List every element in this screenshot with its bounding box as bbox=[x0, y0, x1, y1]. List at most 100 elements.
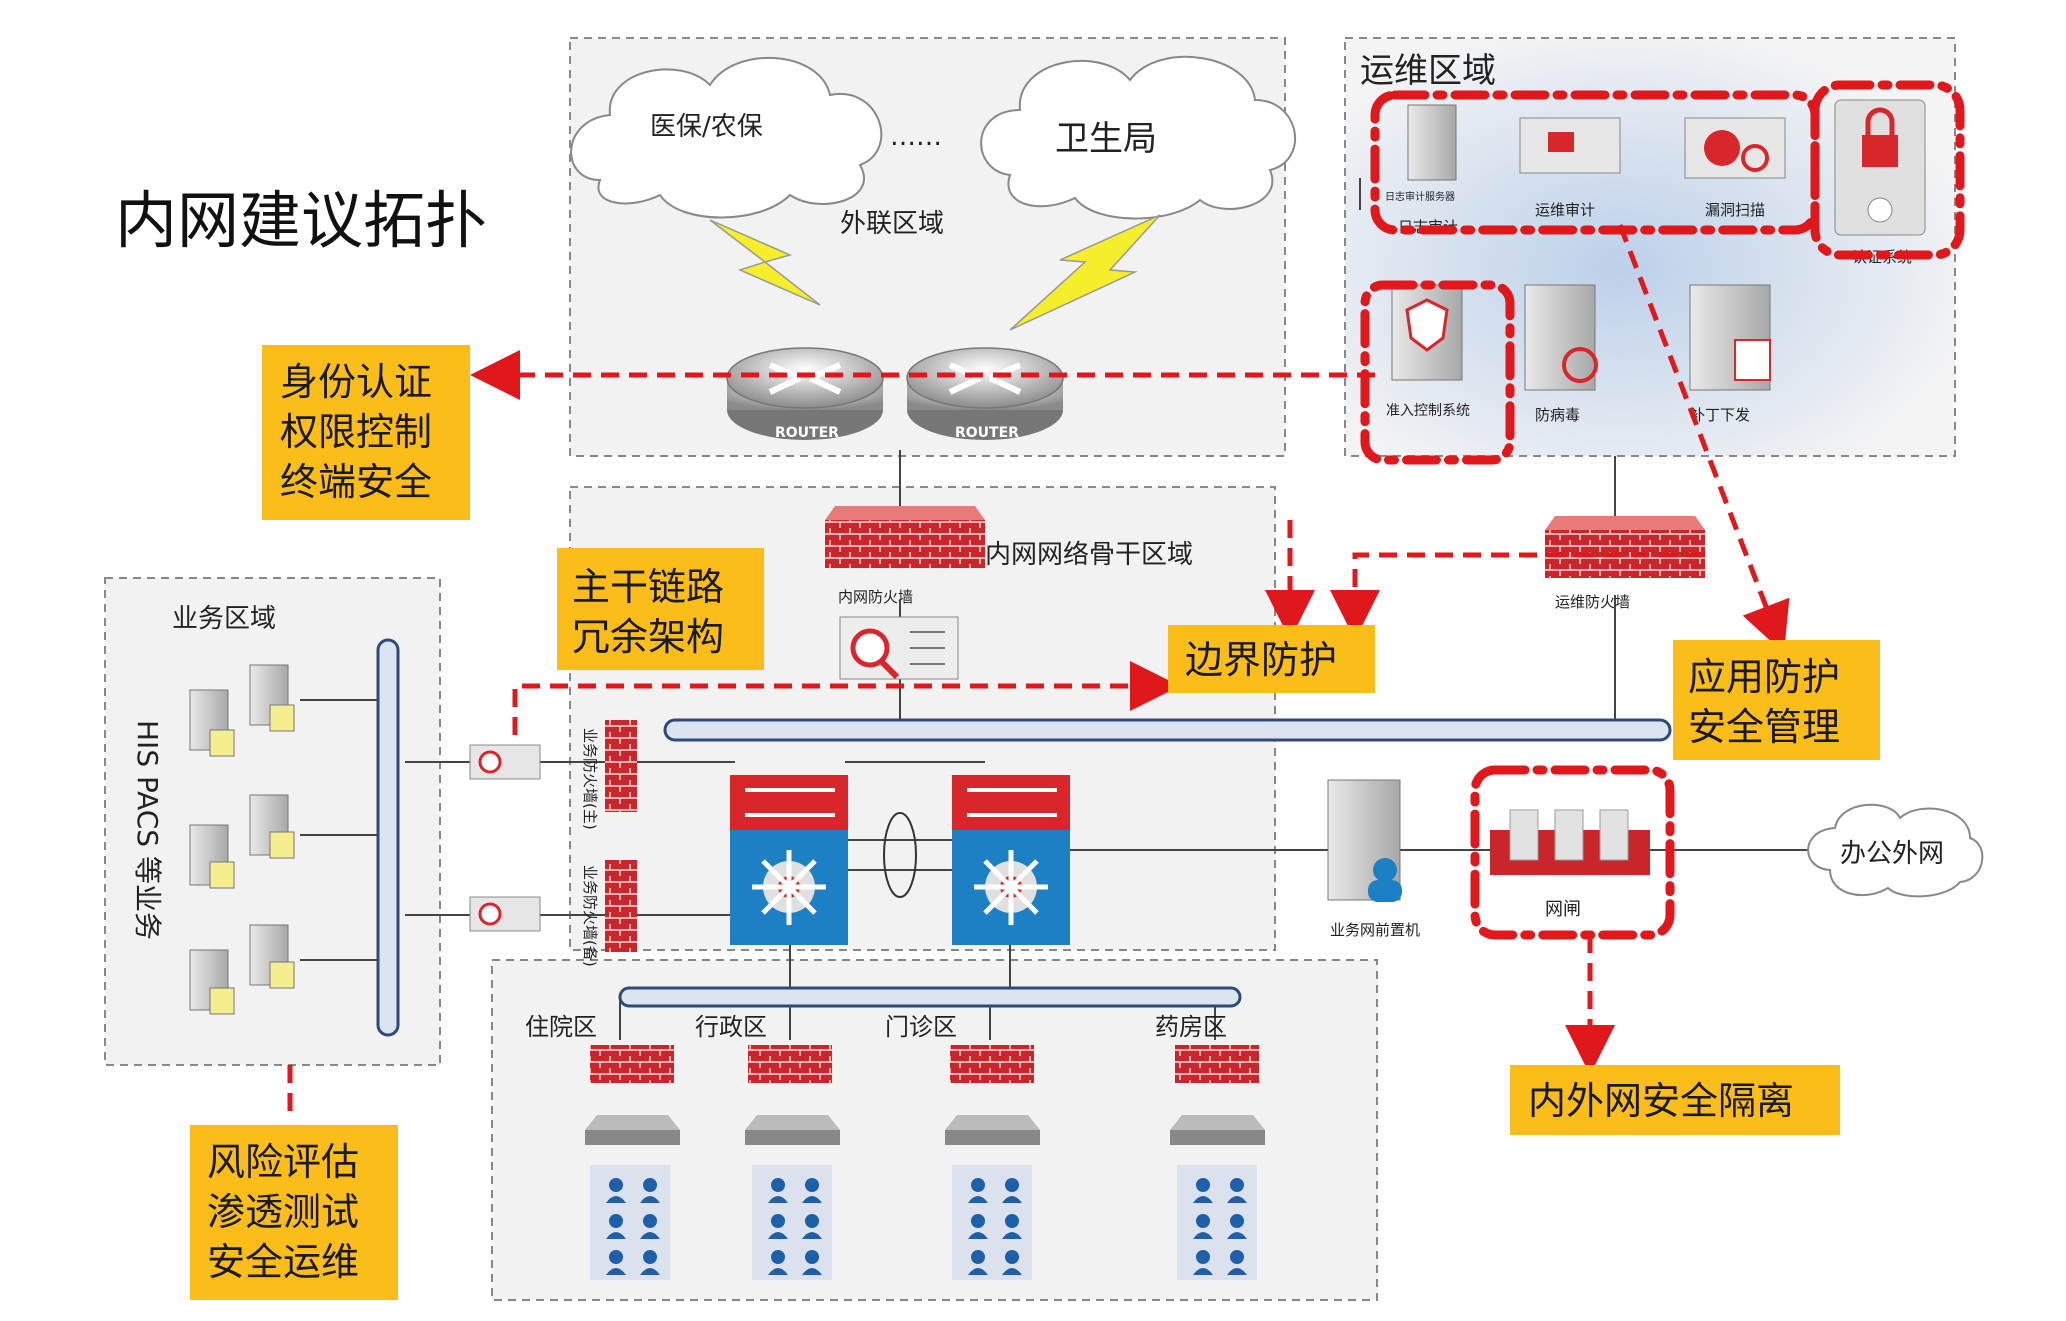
callout-isolation-line: 内外网安全隔离 bbox=[1528, 1079, 1794, 1123]
business-firewall-1: 业务防火墙(主) bbox=[581, 720, 637, 830]
callout-backbone-line: 主干链路 bbox=[572, 565, 724, 609]
router-2-label: ROUTER bbox=[955, 425, 1019, 441]
business-ids-1 bbox=[469, 744, 541, 780]
business-ids-2 bbox=[469, 896, 541, 932]
callout-backbone: 主干链路 冗余架构 bbox=[557, 548, 764, 670]
user-icon bbox=[1227, 1250, 1247, 1275]
user-icon bbox=[640, 1250, 660, 1275]
user-icon bbox=[606, 1250, 626, 1275]
callout-risk-line: 渗透测试 bbox=[207, 1190, 359, 1234]
user-icon bbox=[1193, 1178, 1213, 1203]
core-switch-2 bbox=[952, 775, 1070, 945]
callout-identity-line: 终端安全 bbox=[280, 460, 432, 504]
callout-backbone-line: 冗余架构 bbox=[572, 615, 724, 659]
user-icon bbox=[768, 1214, 788, 1239]
business-firewall-2: 业务防火墙(备) bbox=[581, 860, 637, 967]
callout-app-protection: 应用防护 安全管理 bbox=[1673, 640, 1880, 760]
frontend-server-label: 业务网前置机 bbox=[1330, 921, 1420, 939]
backbone-bus bbox=[663, 718, 1672, 742]
area-label: 门诊区 bbox=[885, 1013, 957, 1041]
business-apps-label: HIS PACS 等业务 bbox=[131, 720, 164, 940]
antivirus-label: 防病毒 bbox=[1535, 406, 1580, 424]
link-aggregation bbox=[883, 812, 917, 898]
cloud-medical-insurance-label: 医保/农保 bbox=[650, 112, 763, 142]
callout-risk: 风险评估 渗透测试 安全运维 bbox=[190, 1125, 398, 1300]
server-icon bbox=[249, 664, 295, 732]
area-label: 药房区 bbox=[1155, 1013, 1227, 1041]
access-control-server: 准入控制系统 bbox=[1386, 284, 1470, 419]
area-bus bbox=[618, 986, 1242, 1008]
cloud-health-bureau-label: 卫生局 bbox=[1055, 119, 1157, 159]
area-label: 住院区 bbox=[525, 1013, 597, 1041]
antivirus-server: 防病毒 bbox=[1524, 284, 1598, 424]
business-zone-label: 业务区域 bbox=[172, 604, 276, 634]
server-icon bbox=[189, 824, 235, 889]
router-1-label: ROUTER bbox=[775, 425, 839, 441]
user-icon bbox=[1227, 1178, 1247, 1203]
user-icon bbox=[802, 1250, 822, 1275]
user-icon bbox=[640, 1214, 660, 1239]
callout-app-line: 应用防护 bbox=[1688, 655, 1840, 699]
router-2: ROUTER bbox=[906, 347, 1064, 441]
callout-identity-line: 身份认证 bbox=[280, 360, 432, 404]
patch-server: 补丁下发 bbox=[1689, 284, 1771, 424]
business-firewall-1-label: 业务防火墙(主) bbox=[581, 728, 599, 830]
user-icon bbox=[1002, 1178, 1022, 1203]
callout-identity: 身份认证 权限控制 终端安全 bbox=[262, 345, 470, 520]
server-icon bbox=[249, 794, 295, 859]
internal-firewall: 内网防火墙 bbox=[825, 506, 985, 606]
user-icons bbox=[606, 1178, 1247, 1275]
user-icon bbox=[606, 1214, 626, 1239]
user-icon bbox=[1002, 1214, 1022, 1239]
frontend-server: 业务网前置机 bbox=[1327, 779, 1420, 939]
server-icon bbox=[249, 924, 295, 989]
lightning-icon bbox=[1009, 214, 1161, 331]
user-icon bbox=[968, 1250, 988, 1275]
ops-zone-label: 运维区域 bbox=[1360, 51, 1496, 91]
callout-identity-line: 权限控制 bbox=[280, 410, 432, 454]
server-icon bbox=[189, 949, 235, 1015]
area-label: 行政区 bbox=[695, 1013, 767, 1041]
page-title: 内网建议拓扑 bbox=[115, 184, 487, 257]
ops-audit-label: 运维审计 bbox=[1535, 201, 1595, 219]
user-icon bbox=[1002, 1250, 1022, 1275]
highlight-gatekeeper bbox=[1470, 765, 1675, 940]
vuln-scan-label: 漏洞扫描 bbox=[1705, 201, 1765, 219]
core-switch-1 bbox=[730, 775, 848, 945]
cloud-office-external: 办公外网 bbox=[1807, 803, 1984, 898]
ids-appliance bbox=[839, 616, 959, 680]
user-icon bbox=[968, 1178, 988, 1203]
internal-firewall-label: 内网防火墙 bbox=[838, 588, 913, 606]
user-icon bbox=[768, 1250, 788, 1275]
callout-boundary-line: 边界防护 bbox=[1185, 638, 1337, 682]
red-arrows bbox=[287, 224, 1790, 1120]
ops-audit-device: 运维审计 bbox=[1519, 117, 1621, 219]
external-zone-label: 外联区域 bbox=[840, 209, 944, 239]
ops-firewall-label: 运维防火墙 bbox=[1555, 593, 1630, 611]
server-icon bbox=[189, 689, 235, 757]
callout-boundary: 边界防护 bbox=[1168, 625, 1375, 693]
cloud-ellipsis: …… bbox=[890, 122, 942, 152]
cloud-medical-insurance: 医保/农保 bbox=[570, 56, 883, 219]
cloud-health-bureau: 卫生局 bbox=[980, 55, 1296, 220]
user-icon bbox=[768, 1178, 788, 1203]
callout-isolation: 内外网安全隔离 bbox=[1510, 1065, 1840, 1135]
user-icon bbox=[606, 1178, 626, 1203]
user-icon bbox=[1227, 1214, 1247, 1239]
gatekeeper-device: 网闸 bbox=[1490, 809, 1650, 920]
callout-app-line: 安全管理 bbox=[1688, 705, 1840, 749]
vuln-scan-device: 漏洞扫描 bbox=[1684, 117, 1786, 219]
business-firewall-2-label: 业务防火墙(备) bbox=[581, 865, 599, 967]
ops-firewall: 运维防火墙 bbox=[1545, 516, 1705, 611]
user-icon bbox=[640, 1178, 660, 1203]
gatekeeper-label: 网闸 bbox=[1545, 899, 1581, 920]
callout-risk-line: 安全运维 bbox=[207, 1240, 359, 1284]
business-servers bbox=[189, 664, 378, 1015]
user-icon bbox=[1193, 1250, 1213, 1275]
highlight-auth-system bbox=[1810, 80, 1965, 260]
cloud-office-external-label: 办公外网 bbox=[1840, 839, 1944, 869]
router-1: ROUTER bbox=[726, 347, 884, 441]
callout-risk-line: 风险评估 bbox=[207, 1140, 359, 1184]
backbone-zone-label: 内网网络骨干区域 bbox=[985, 540, 1193, 570]
